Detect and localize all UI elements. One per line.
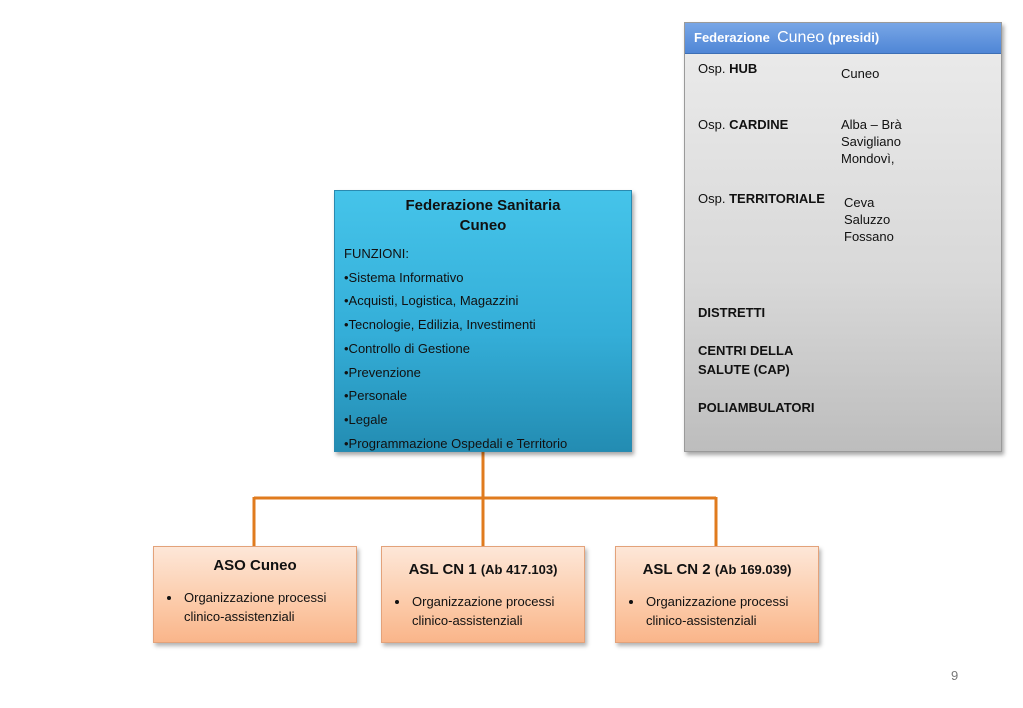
presidi-header-prefix: Federazione [694,30,770,45]
funzione-item: •Tecnologie, Edilizia, Investimenti [344,317,536,333]
page-number: 9 [951,668,959,683]
value-line: Saluzzo [844,212,891,227]
presidi-header: Federazione Cuneo (presidi) [685,23,1001,54]
federazione-box: Federazione Sanitaria Cuneo FUNZIONI: •S… [334,190,632,452]
box-title: ASL CN 2 (Ab 169.039) [616,561,818,578]
federazione-title-line1: Federazione Sanitaria [405,197,561,214]
funzione-item: •Programmazione Ospedali e Territorio [344,435,568,451]
box-name: ASL CN 2 [642,561,711,578]
box-asl-cn2: ASL CN 2 (Ab 169.039) Organizzazione pro… [615,546,819,643]
box-name: ASO Cuneo [213,557,297,574]
row-cardine-values: Alba – Brà Savigliano Mondovì, [841,116,902,167]
extra-centri-salute-2: SALUTE (CAP) [698,362,790,377]
value-line: Ceva [844,195,875,210]
funzione-item: •Legale [344,411,388,427]
value-line: Alba – Brà [841,117,902,132]
presidi-header-suffix: (presidi) [827,30,880,45]
extra-centri-salute-1: CENTRI DELLA [698,343,794,358]
box-bullets: Organizzazione processi clinico-assisten… [154,588,356,626]
row-territoriale-label: Osp. TERRITORIALE [698,191,825,206]
funzione-item: •Sistema Informativo [344,269,464,285]
presidi-panel: Federazione Cuneo (presidi) Osp. HUB Cun… [684,22,1002,452]
box-detail: (Ab 417.103) [480,562,558,577]
row-prefix: Osp. [698,61,726,76]
funzioni-label: FUNZIONI: [344,246,409,261]
value-line: Mondovì, [841,151,895,166]
row-prefix: Osp. [698,191,726,206]
extra-poliambulatori: POLIAMBULATORI [698,400,815,415]
row-cardine-label: Osp. CARDINE [698,117,788,132]
row-cardine: CARDINE [729,117,789,132]
value-line: Cuneo [841,66,880,81]
row-prefix: Osp. [698,117,726,132]
box-bullet-item: Organizzazione processi clinico-assisten… [182,588,356,626]
box-bullet-item: Organizzazione processi clinico-assisten… [644,592,818,630]
box-detail: (Ab 169.039) [714,562,792,577]
federazione-title: Federazione Sanitaria Cuneo [335,196,631,236]
box-title: ASO Cuneo [154,557,356,574]
box-aso-cuneo: ASO Cuneo Organizzazione processi clinic… [153,546,357,643]
box-bullets: Organizzazione processi clinico-assisten… [616,592,818,630]
funzioni-list: FUNZIONI: •Sistema Informativo •Acquisti… [335,242,631,455]
row-hub-label: Osp. HUB [698,61,757,76]
extra-distretti: DISTRETTI [698,305,766,320]
value-line: Savigliano [841,134,901,149]
presidi-header-city: Cuneo [777,29,825,46]
value-line: Fossano [844,229,894,244]
box-name: ASL CN 1 [408,561,477,578]
funzione-item: •Controllo di Gestione [344,340,470,356]
box-title: ASL CN 1 (Ab 417.103) [382,561,584,578]
federazione-title-line2: Cuneo [459,217,507,234]
row-territoriale: TERRITORIALE [729,191,825,206]
funzione-item: •Acquisti, Logistica, Magazzini [344,293,519,309]
funzione-item: •Prevenzione [344,364,421,380]
row-hub: HUB [729,61,758,76]
row-territoriale-values: Ceva Saluzzo Fossano [844,194,894,245]
row-hub-values: Cuneo [841,65,879,82]
box-asl-cn1: ASL CN 1 (Ab 417.103) Organizzazione pro… [381,546,585,643]
box-bullet-item: Organizzazione processi clinico-assisten… [410,592,584,630]
funzione-item: •Personale [344,388,408,404]
box-bullets: Organizzazione processi clinico-assisten… [382,592,584,630]
